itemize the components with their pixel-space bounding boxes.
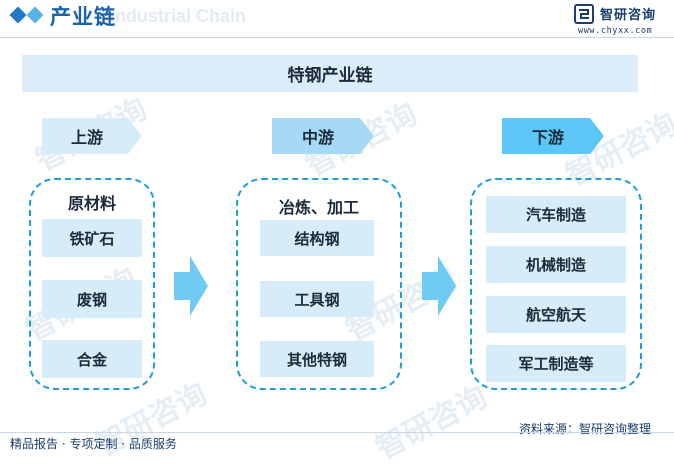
downstream-item: 机械制造 bbox=[486, 246, 626, 283]
upstream-item: 合金 bbox=[42, 340, 142, 378]
brand-name: 智研咨询 bbox=[600, 8, 657, 23]
flow-arrow-icon bbox=[174, 256, 208, 316]
upstream-item: 铁矿石 bbox=[42, 219, 142, 257]
upstream-heading: 原材料 bbox=[67, 194, 116, 213]
stage-downstream-label: 下游 bbox=[502, 118, 604, 154]
brand-logo-icon bbox=[574, 4, 594, 24]
header-divider bbox=[0, 37, 674, 38]
midstream-item: 结构钢 bbox=[260, 220, 374, 256]
header-diamond-icon bbox=[26, 6, 44, 24]
stage-midstream-label: 中游 bbox=[272, 118, 374, 154]
midstream-heading: 冶炼、加工 bbox=[278, 198, 359, 217]
diagram-title: 特钢产业链 bbox=[22, 55, 638, 92]
header-diamond-icon bbox=[9, 6, 27, 24]
flow-arrow-icon bbox=[422, 256, 456, 316]
midstream-item: 其他特钢 bbox=[260, 341, 374, 377]
brand-url[interactable]: www.chyxx.com bbox=[578, 26, 653, 36]
footer-divider bbox=[0, 432, 674, 433]
source-note: 资料来源：智研咨询整理 bbox=[519, 422, 652, 436]
midstream-item: 工具钢 bbox=[260, 281, 374, 317]
upstream-item: 废钢 bbox=[42, 280, 142, 318]
downstream-group bbox=[470, 178, 642, 390]
upstream-group bbox=[29, 178, 155, 390]
page-title: 产业链 bbox=[50, 4, 116, 29]
downstream-item: 汽车制造 bbox=[486, 196, 626, 233]
downstream-item: 航空航天 bbox=[486, 296, 626, 333]
downstream-item: 军工制造等 bbox=[486, 345, 626, 382]
header-ghost-text: Industrial Chain bbox=[110, 6, 247, 26]
stage-upstream-label: 上游 bbox=[42, 118, 142, 154]
midstream-group bbox=[236, 178, 402, 390]
footer-tagline: 精品报告 · 专项定制 · 品质服务 bbox=[10, 437, 177, 451]
